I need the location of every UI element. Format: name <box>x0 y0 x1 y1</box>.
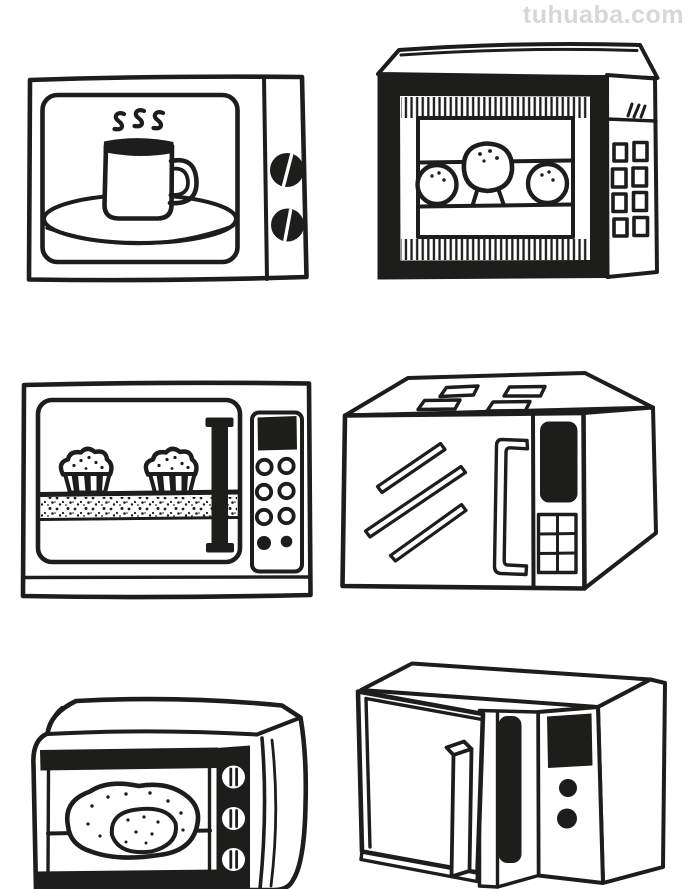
oven-three-buns-drawing <box>376 41 660 280</box>
mug-icon <box>102 138 199 221</box>
side-face <box>596 677 667 885</box>
display-screen <box>547 713 593 768</box>
watermark-text: tuhuaba.com <box>522 1 684 29</box>
display-screen <box>540 421 578 503</box>
microwave-open-door-drawing <box>355 661 667 889</box>
vent-ticks-icon <box>626 102 647 119</box>
dial-knobs <box>270 153 304 242</box>
control-panel <box>536 705 605 885</box>
top-face <box>343 371 655 418</box>
microwave-top-vents-drawing <box>340 371 658 591</box>
door-window <box>35 747 219 889</box>
round-buttons <box>254 456 296 550</box>
side-face <box>581 405 658 591</box>
microwave-steaming-mug-drawing <box>26 74 309 283</box>
toaster-oven-roast-drawing <box>31 696 309 889</box>
top-face <box>376 41 660 80</box>
front-face <box>340 410 587 591</box>
open-door <box>355 689 486 884</box>
control-panel <box>605 73 659 279</box>
control-panel <box>250 410 304 574</box>
door-handle <box>444 739 474 879</box>
door-window <box>35 397 243 565</box>
square-buttons <box>610 140 650 238</box>
knob-strip <box>216 745 250 889</box>
round-buttons <box>557 779 577 829</box>
keypad-grid <box>536 512 578 575</box>
buns <box>415 141 570 207</box>
vent-slots <box>416 384 547 413</box>
microwave-two-muffins-drawing <box>20 380 313 600</box>
display-screen <box>257 416 297 451</box>
door-shine-lines <box>363 441 468 563</box>
cavity-opening <box>477 708 541 889</box>
steam-icon <box>112 108 166 132</box>
door-handle <box>492 437 530 577</box>
roast-icon <box>64 781 201 860</box>
muffins <box>58 446 199 495</box>
slotted-knobs <box>222 765 245 871</box>
door-handle-bar <box>205 417 234 553</box>
